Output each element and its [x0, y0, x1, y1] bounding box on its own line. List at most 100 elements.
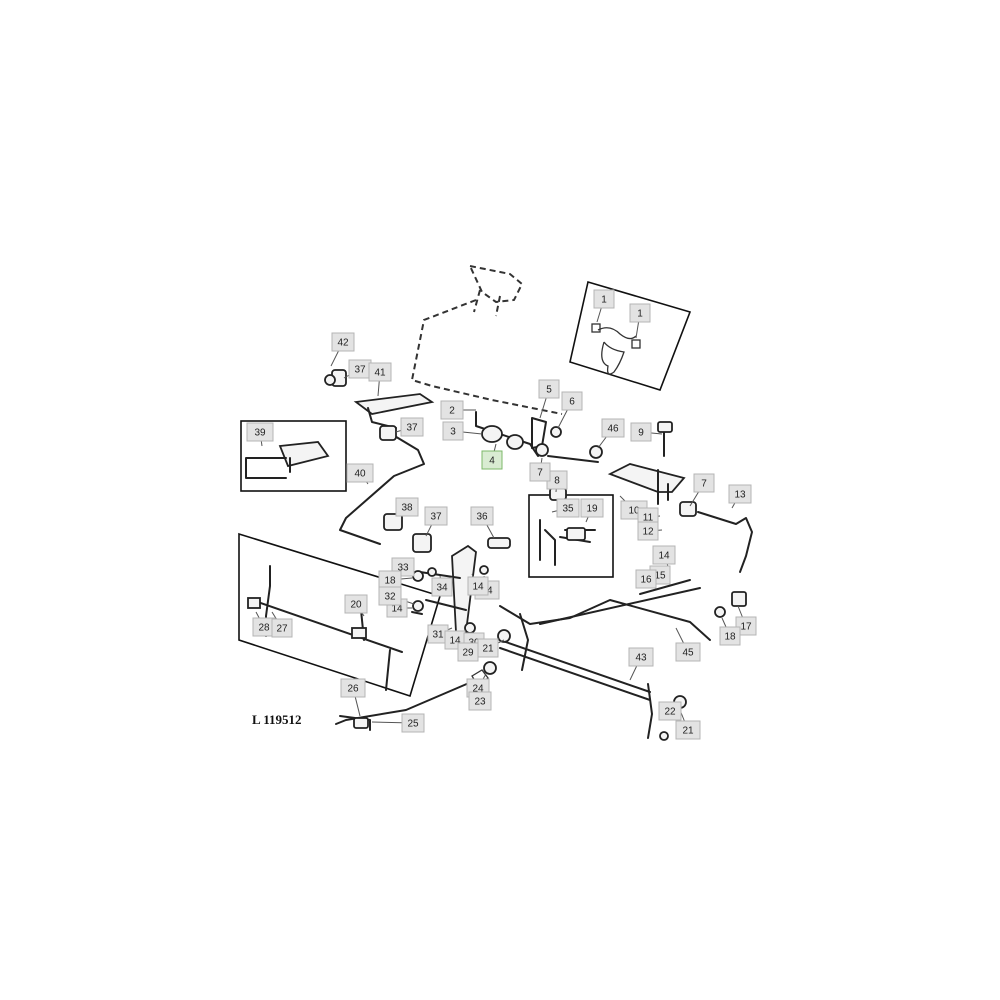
leader-lines	[255, 298, 747, 731]
lower-cross-shaft-43	[497, 613, 687, 741]
callout-29[interactable]: 29	[457, 642, 479, 662]
callout-19[interactable]: 19	[580, 498, 604, 518]
callout-38[interactable]: 38	[395, 497, 419, 517]
callout-37[interactable]: 37	[348, 359, 372, 379]
callout-box[interactable]	[431, 577, 453, 597]
callout-18[interactable]: 18	[378, 570, 402, 590]
callout-box[interactable]	[340, 678, 366, 698]
callout-4[interactable]: 4	[481, 450, 503, 470]
callout-box[interactable]	[378, 570, 402, 590]
callout-box[interactable]	[400, 417, 424, 437]
inset-top-right-frame	[569, 280, 692, 391]
callout-box[interactable]	[637, 521, 659, 541]
callout-39[interactable]: 39	[246, 422, 274, 442]
callout-27[interactable]: 27	[271, 618, 293, 638]
callout-21[interactable]: 21	[477, 638, 499, 658]
callout-box[interactable]	[675, 642, 701, 662]
callout-7[interactable]: 7	[529, 462, 551, 482]
shaft-40	[339, 425, 432, 553]
callout-6[interactable]: 6	[561, 391, 583, 411]
callout-box[interactable]	[629, 303, 651, 323]
callout-42[interactable]: 42	[331, 332, 355, 352]
inset-left-frame	[238, 532, 441, 698]
callout-box[interactable]	[331, 332, 355, 352]
callout-box[interactable]	[658, 701, 682, 721]
callout-box[interactable]	[601, 418, 625, 438]
callout-box[interactable]	[635, 569, 657, 589]
callout-20[interactable]: 20	[344, 594, 368, 614]
callout-box[interactable]	[561, 391, 583, 411]
callout-box[interactable]	[470, 506, 494, 526]
callout-13[interactable]: 13	[728, 484, 752, 504]
callout-7[interactable]: 7	[693, 473, 715, 493]
callout-3[interactable]: 3	[442, 421, 464, 441]
callout-21[interactable]: 21	[675, 720, 701, 740]
callout-14[interactable]: 14	[467, 576, 489, 596]
callout-16[interactable]: 16	[635, 569, 657, 589]
callout-1[interactable]: 1	[593, 289, 615, 309]
callout-box[interactable]	[457, 642, 479, 662]
callout-2[interactable]: 2	[440, 400, 464, 420]
callout-box[interactable]	[735, 616, 757, 636]
callout-box[interactable]	[246, 422, 274, 442]
callout-box[interactable]	[580, 498, 604, 518]
callout-5[interactable]: 5	[538, 379, 560, 399]
inset-pedal-39-frame	[240, 420, 347, 492]
callout-box[interactable]	[368, 362, 392, 382]
callout-23[interactable]: 23	[468, 691, 492, 711]
callout-box[interactable]	[630, 422, 652, 442]
callout-box[interactable]	[346, 463, 374, 483]
inset-mid-frame	[528, 494, 614, 578]
callout-32[interactable]: 32	[378, 586, 402, 606]
callout-box[interactable]	[378, 586, 402, 606]
callout-26[interactable]: 26	[340, 678, 366, 698]
link-26	[335, 661, 497, 731]
callout-box[interactable]	[593, 289, 615, 309]
callout-46[interactable]: 46	[601, 418, 625, 438]
callout-box[interactable]	[529, 462, 551, 482]
callout-box[interactable]	[467, 576, 489, 596]
callout-43[interactable]: 43	[628, 647, 654, 667]
callout-box[interactable]	[271, 618, 293, 638]
callout-box[interactable]	[628, 647, 654, 667]
callout-box[interactable]	[477, 638, 499, 658]
callout-box[interactable]	[675, 720, 701, 740]
dashed-housing-outline	[410, 264, 563, 415]
callout-box[interactable]	[556, 498, 580, 518]
callout-box[interactable]	[652, 545, 676, 565]
callout-box[interactable]	[424, 506, 448, 526]
callout-box[interactable]	[693, 473, 715, 493]
callout-35[interactable]: 35	[556, 498, 580, 518]
callout-34[interactable]: 34	[431, 577, 453, 597]
bracket-10	[607, 421, 686, 505]
callout-37[interactable]: 37	[424, 506, 448, 526]
diagram-reference: L 119512	[252, 712, 302, 727]
callout-18[interactable]: 18	[719, 626, 741, 646]
callout-box[interactable]	[538, 379, 560, 399]
callout-37[interactable]: 37	[400, 417, 424, 437]
cross-shaft-45	[499, 587, 747, 641]
callout-box[interactable]	[719, 626, 741, 646]
callout-box[interactable]	[728, 484, 752, 504]
rod-13	[639, 501, 753, 595]
callout-41[interactable]: 41	[368, 362, 392, 382]
callout-36[interactable]: 36	[470, 506, 494, 526]
callout-box[interactable]	[348, 359, 372, 379]
callout-12[interactable]: 12	[637, 521, 659, 541]
callout-1[interactable]: 1	[629, 303, 651, 323]
callout-25[interactable]: 25	[401, 713, 425, 733]
callout-box[interactable]	[440, 400, 464, 420]
callout-9[interactable]: 9	[630, 422, 652, 442]
callout-box[interactable]	[344, 594, 368, 614]
callout-box[interactable]	[395, 497, 419, 517]
callout-45[interactable]: 45	[675, 642, 701, 662]
callout-box[interactable]	[481, 450, 503, 470]
callout-40[interactable]: 40	[346, 463, 374, 483]
pivot-assembly-upper	[475, 411, 603, 501]
callout-14[interactable]: 14	[652, 545, 676, 565]
callout-22[interactable]: 22	[658, 701, 682, 721]
callout-box[interactable]	[442, 421, 464, 441]
callout-box[interactable]	[468, 691, 492, 711]
callout-box[interactable]	[401, 713, 425, 733]
